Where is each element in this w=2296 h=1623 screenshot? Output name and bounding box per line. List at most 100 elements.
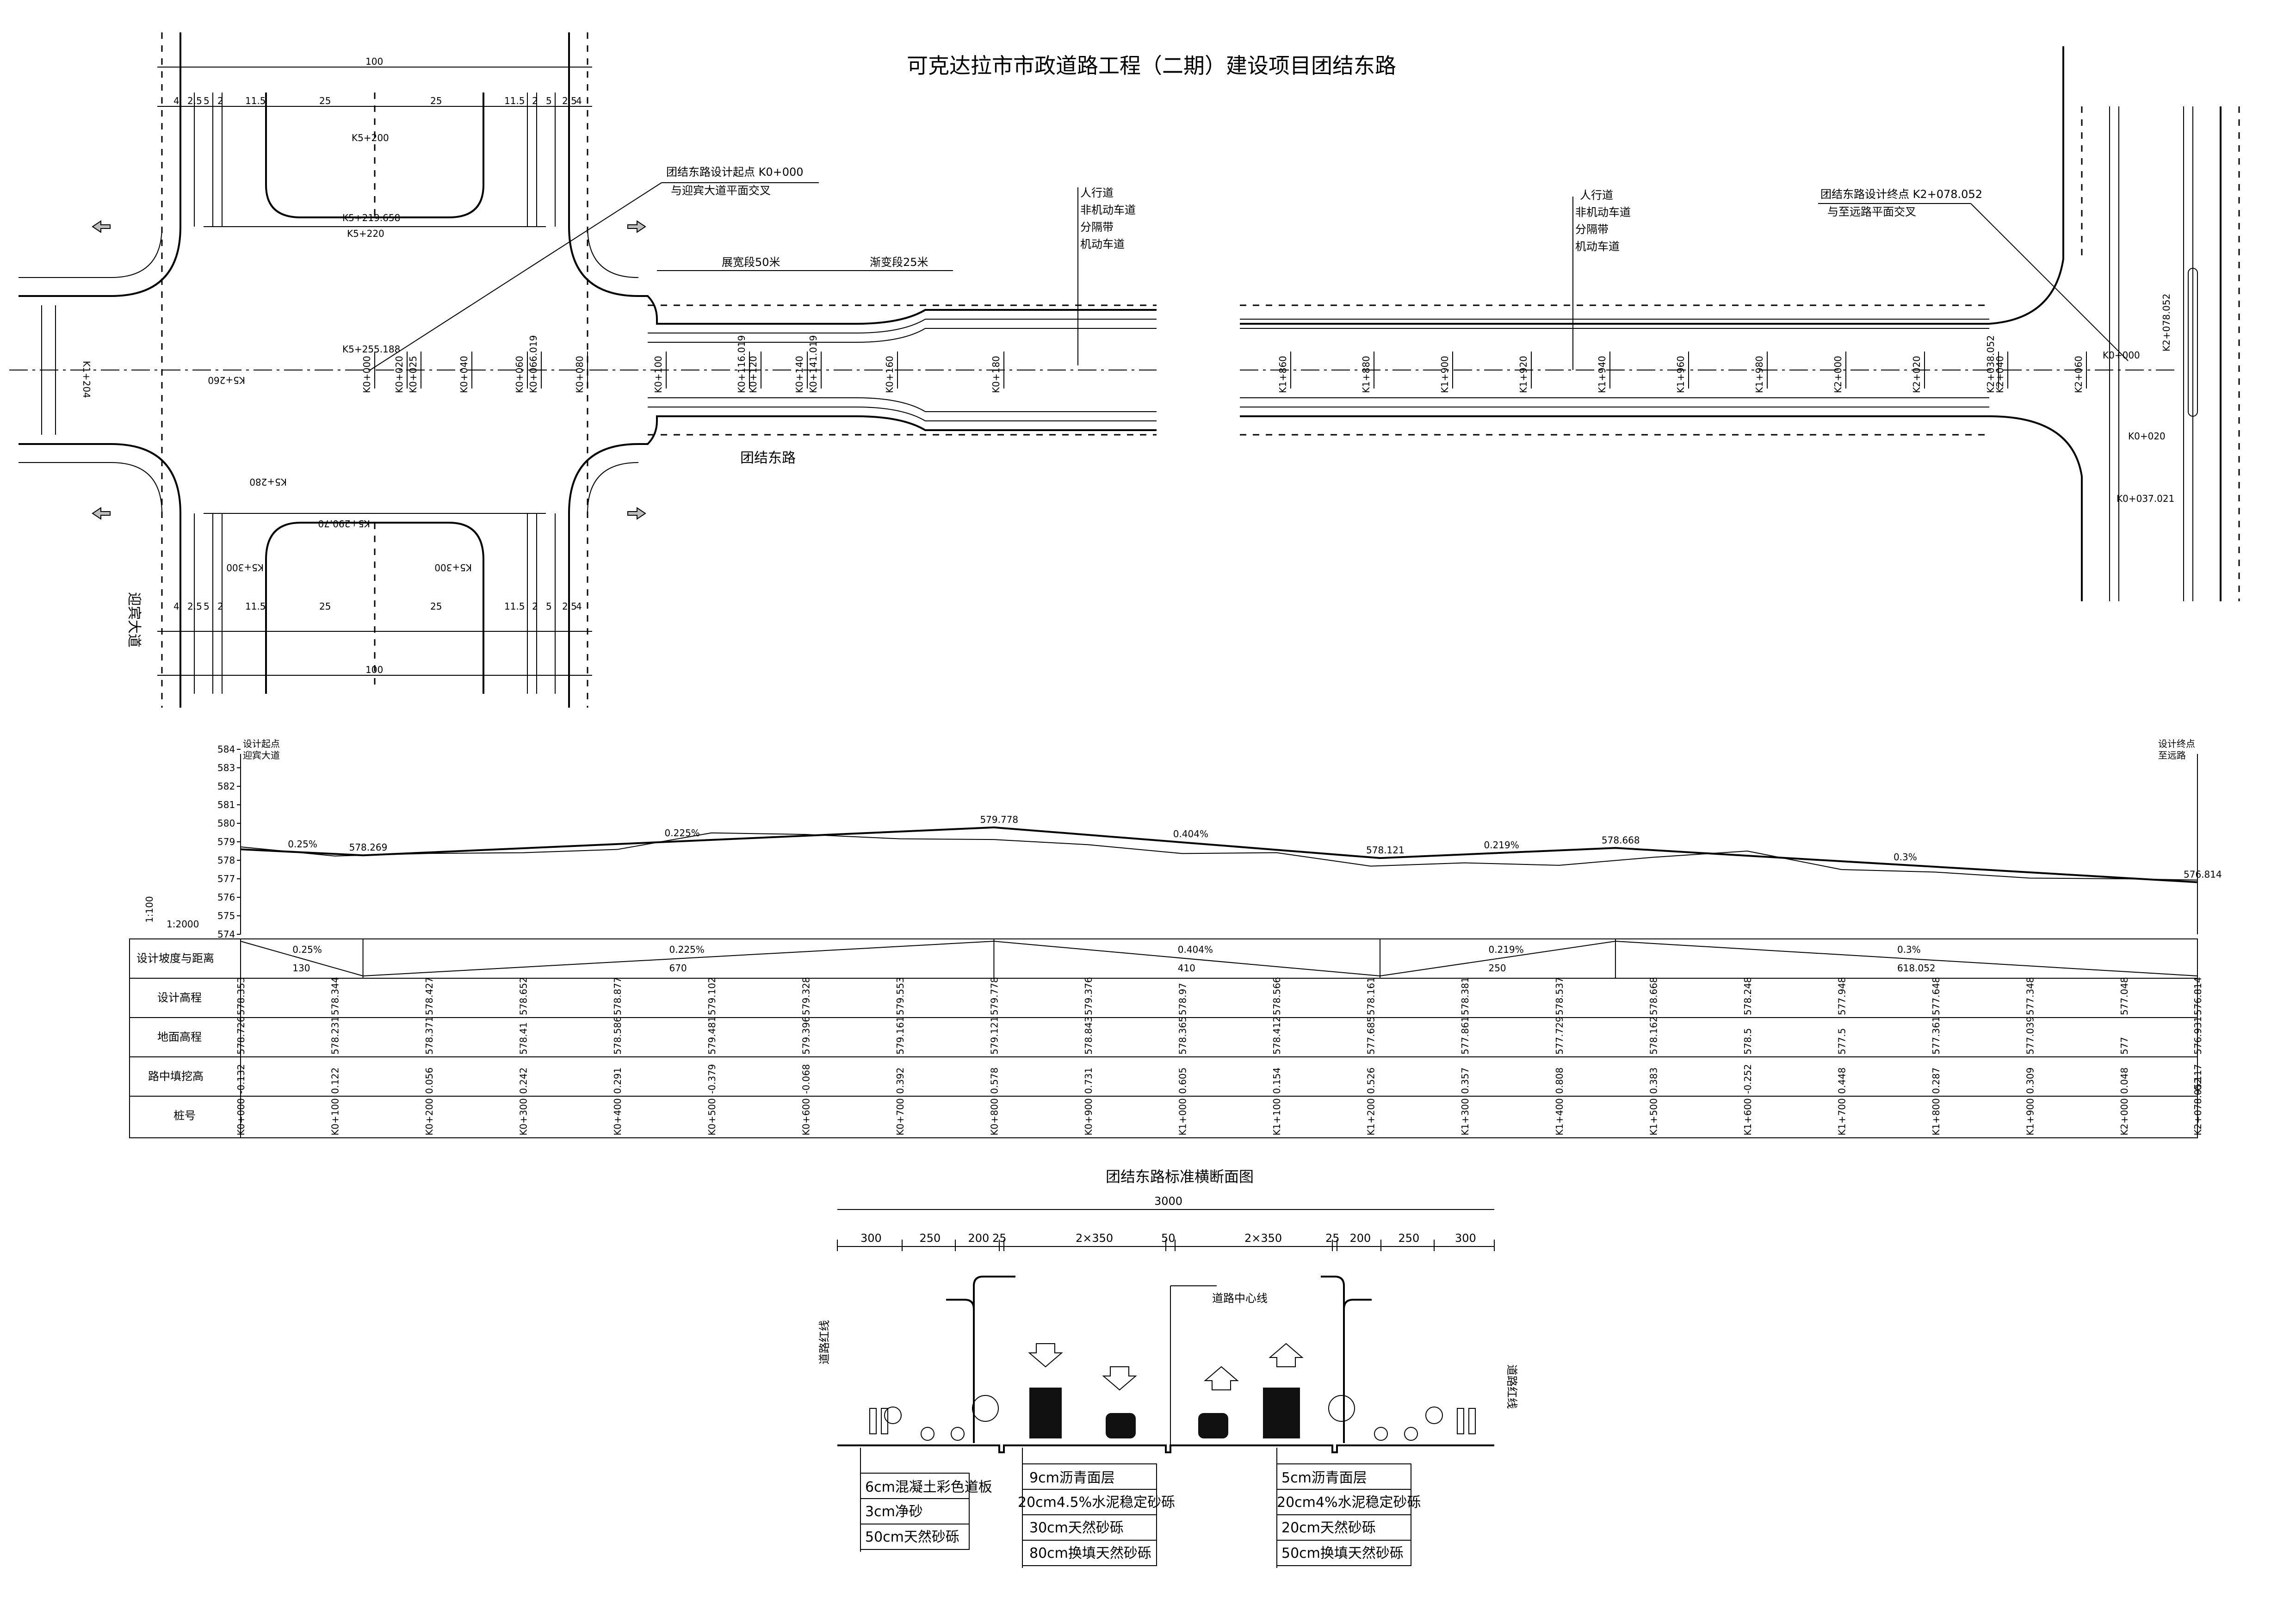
svg-text:80cm换填天然砂砾: 80cm换填天然砂砾 (1029, 1545, 1151, 1561)
grade-label: 0.225% (665, 827, 700, 839)
pvi-elev: 578.121 (1366, 845, 1405, 856)
dim-label: 2.5 (562, 601, 577, 612)
cross-station: K0+037.021 (2117, 493, 2174, 504)
y-tick-label: 580 (217, 818, 235, 829)
fill-cut-cell: 0.526 (1366, 1068, 1377, 1094)
station-label: K5+290.70 (318, 518, 370, 529)
ground-elev-cell: 577.5 (1836, 1028, 1847, 1055)
grade-labels: 0.25%0.225%0.404%0.219%0.3%578.269579.77… (288, 814, 2222, 880)
station-label: K2+000 (1832, 356, 1844, 393)
road-edge-top (638, 295, 1157, 325)
station-label: K1+980 (1754, 356, 1765, 393)
dim-label: 4 (173, 95, 179, 106)
arrow-icon (92, 507, 111, 520)
fill-cut-cell: 0.357 (1460, 1068, 1471, 1094)
cs-dim-label: 2×350 (1244, 1232, 1282, 1245)
dim-label: 11.5 (245, 95, 266, 106)
row-label-design: 设计高程 (157, 991, 202, 1004)
station-label: K0+120 (748, 356, 759, 393)
end-label-1: 设计终点 (2158, 738, 2195, 749)
fill-cut-cell: -0.379 (706, 1064, 718, 1094)
ground-elev-cell: 577.685 (1366, 1016, 1377, 1055)
layers-sidewalk: 6cm混凝土彩色道板 3cm净砂 50cm天然砂砾 (860, 1448, 992, 1552)
design-elev-cell: 578.97 (1177, 983, 1188, 1015)
fill-cut-cell: -0.068 (800, 1064, 811, 1094)
ground-elev-cell: 577.361 (1931, 1016, 1942, 1055)
grade-diagonal (994, 941, 1380, 976)
stations-cross: K5+200K5+219.658K5+220K5+255.188K5+260K5… (208, 132, 472, 573)
profile-table: 设计坡度与距离 设计高程 地面高程 路中填挖高 桩号 0.25%1300.225… (129, 938, 2203, 1138)
design-elev-cell: 577.348 (2025, 977, 2036, 1015)
dim-label: 11.5 (504, 601, 525, 612)
design-elev-cell: 578.248 (1742, 977, 1753, 1015)
ground-elev-cell: 578.5 (1742, 1028, 1753, 1055)
station-label: K0+040 (458, 356, 470, 393)
cs-dim-label: 2×350 (1076, 1232, 1113, 1245)
legend-left: 人行道 非机动车道 分隔带 机动车道 (1077, 186, 1136, 365)
distance-cell: 618.052 (1897, 963, 1936, 974)
ground-elev-cell: 578.586 (612, 1016, 623, 1055)
station-label: K2+060 (2073, 356, 2084, 393)
station-label: K0+180 (990, 356, 1002, 393)
fill-cut-cell: -0.132 (235, 1064, 247, 1094)
streetlamp-icon (1321, 1276, 1345, 1443)
design-elev-cell: 577.048 (2119, 977, 2130, 1015)
truck-icon (1263, 1388, 1300, 1438)
station-label: K1+880 (1361, 356, 1372, 393)
fill-cut-cell: 0.731 (1083, 1068, 1094, 1094)
svg-text:20cm4%水泥稳定砂砾: 20cm4%水泥稳定砂砾 (1277, 1494, 1421, 1511)
stake-cell: K0+100 (330, 1098, 341, 1135)
start-note-1: 团结东路设计起点 K0+000 (666, 166, 804, 179)
fill-cut-cell: 0.048 (2119, 1068, 2130, 1094)
fill-cut-cell: 0.287 (1931, 1068, 1942, 1094)
tree-icon (1328, 1395, 1355, 1422)
scale-v: 1:2000 (167, 919, 199, 930)
tree-icon (884, 1407, 902, 1424)
svg-text:20cm4.5%水泥稳定砂砾: 20cm4.5%水泥稳定砂砾 (1018, 1494, 1175, 1511)
cross-station: K0+000 (2103, 350, 2140, 361)
station-label: K0+000 (361, 356, 372, 393)
fill-cut-cell: 0.154 (1271, 1068, 1282, 1094)
dim-total-bottom: 100 (365, 664, 383, 675)
stake-cell: K0+700 (895, 1098, 906, 1135)
curb-corner (1989, 106, 2064, 325)
design-elev-cell: 578.877 (612, 977, 623, 1015)
dim-label: 5 (546, 601, 552, 612)
stake-cell: K1+800 (1931, 1098, 1942, 1135)
ground-line (240, 832, 2198, 881)
design-elev-cell: 578.652 (518, 977, 529, 1015)
stake-cell: K1+500 (1648, 1098, 1659, 1135)
arrow-up-icon (1269, 1343, 1304, 1367)
svg-text:机动车道: 机动车道 (1080, 238, 1125, 251)
svg-text:分隔带: 分隔带 (1080, 221, 1114, 234)
fill-cut-cell: 0.242 (518, 1068, 529, 1094)
design-elev-cell: 577.948 (1836, 977, 1847, 1015)
stake-cell: K1+100 (1271, 1098, 1282, 1135)
ground-elev-cell: 578.843 (1083, 1016, 1094, 1055)
grade-cell: 0.25% (292, 944, 322, 955)
design-elev-cell: 578.427 (424, 977, 435, 1015)
grade-diagonal (363, 941, 994, 976)
arrow-up-icon (1204, 1366, 1239, 1390)
design-elev-cell: 578.381 (1460, 977, 1471, 1015)
legend-right: 人行道 非机动车道 分隔带 机动车道 (1572, 189, 1631, 370)
fill-cut-cell: 0.383 (1648, 1068, 1659, 1094)
ground-elev-cell: 577 (2119, 1037, 2130, 1055)
dim-label: 2.5 (562, 95, 577, 106)
stake-cell: K0+000 (235, 1098, 247, 1135)
stake-cell: K0+900 (1083, 1098, 1094, 1135)
streetlamp-icon (1343, 1299, 1372, 1309)
fill-cut-cell: 0.122 (330, 1068, 341, 1094)
y-tick-label: 581 (217, 799, 235, 810)
end-note-2: 与至远路平面交叉 (1827, 205, 1916, 218)
grade-label: 0.404% (1173, 828, 1208, 839)
y-tick-label: 575 (217, 910, 235, 921)
station-label: K0+066.019 (528, 335, 539, 393)
station-label: K5+260 (208, 375, 245, 386)
streetlamp-icon (973, 1276, 1015, 1443)
svg-text:人行道: 人行道 (1080, 186, 1114, 199)
grade-diagonal (1380, 941, 1616, 976)
ground-elev-cell: 579.481 (706, 1016, 718, 1055)
dim-label: 2.5 (187, 601, 202, 612)
